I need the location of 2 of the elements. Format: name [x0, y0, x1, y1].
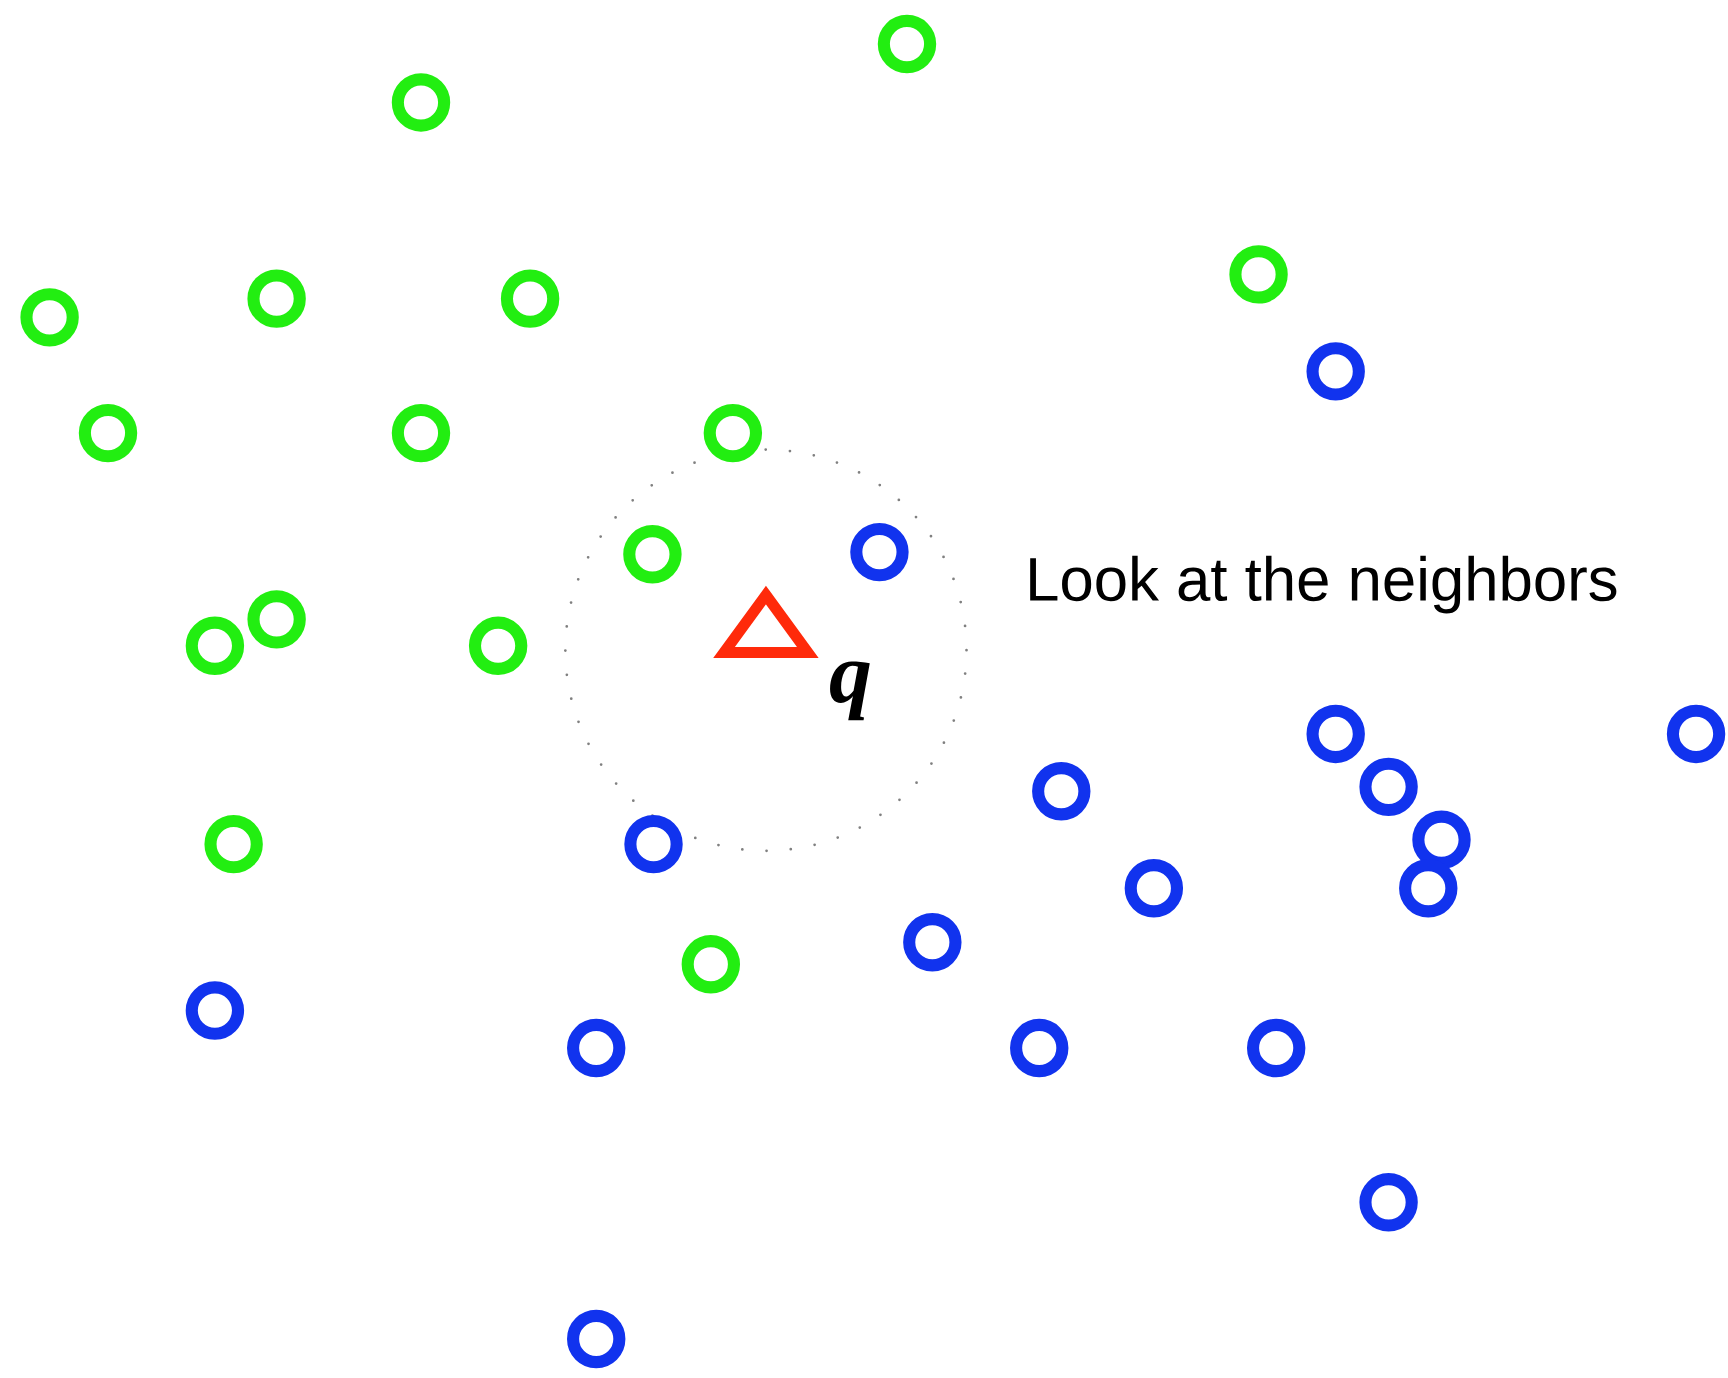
variable-label: q [830, 661, 870, 721]
caption-text: Look at the neighbors [1030, 556, 1617, 614]
